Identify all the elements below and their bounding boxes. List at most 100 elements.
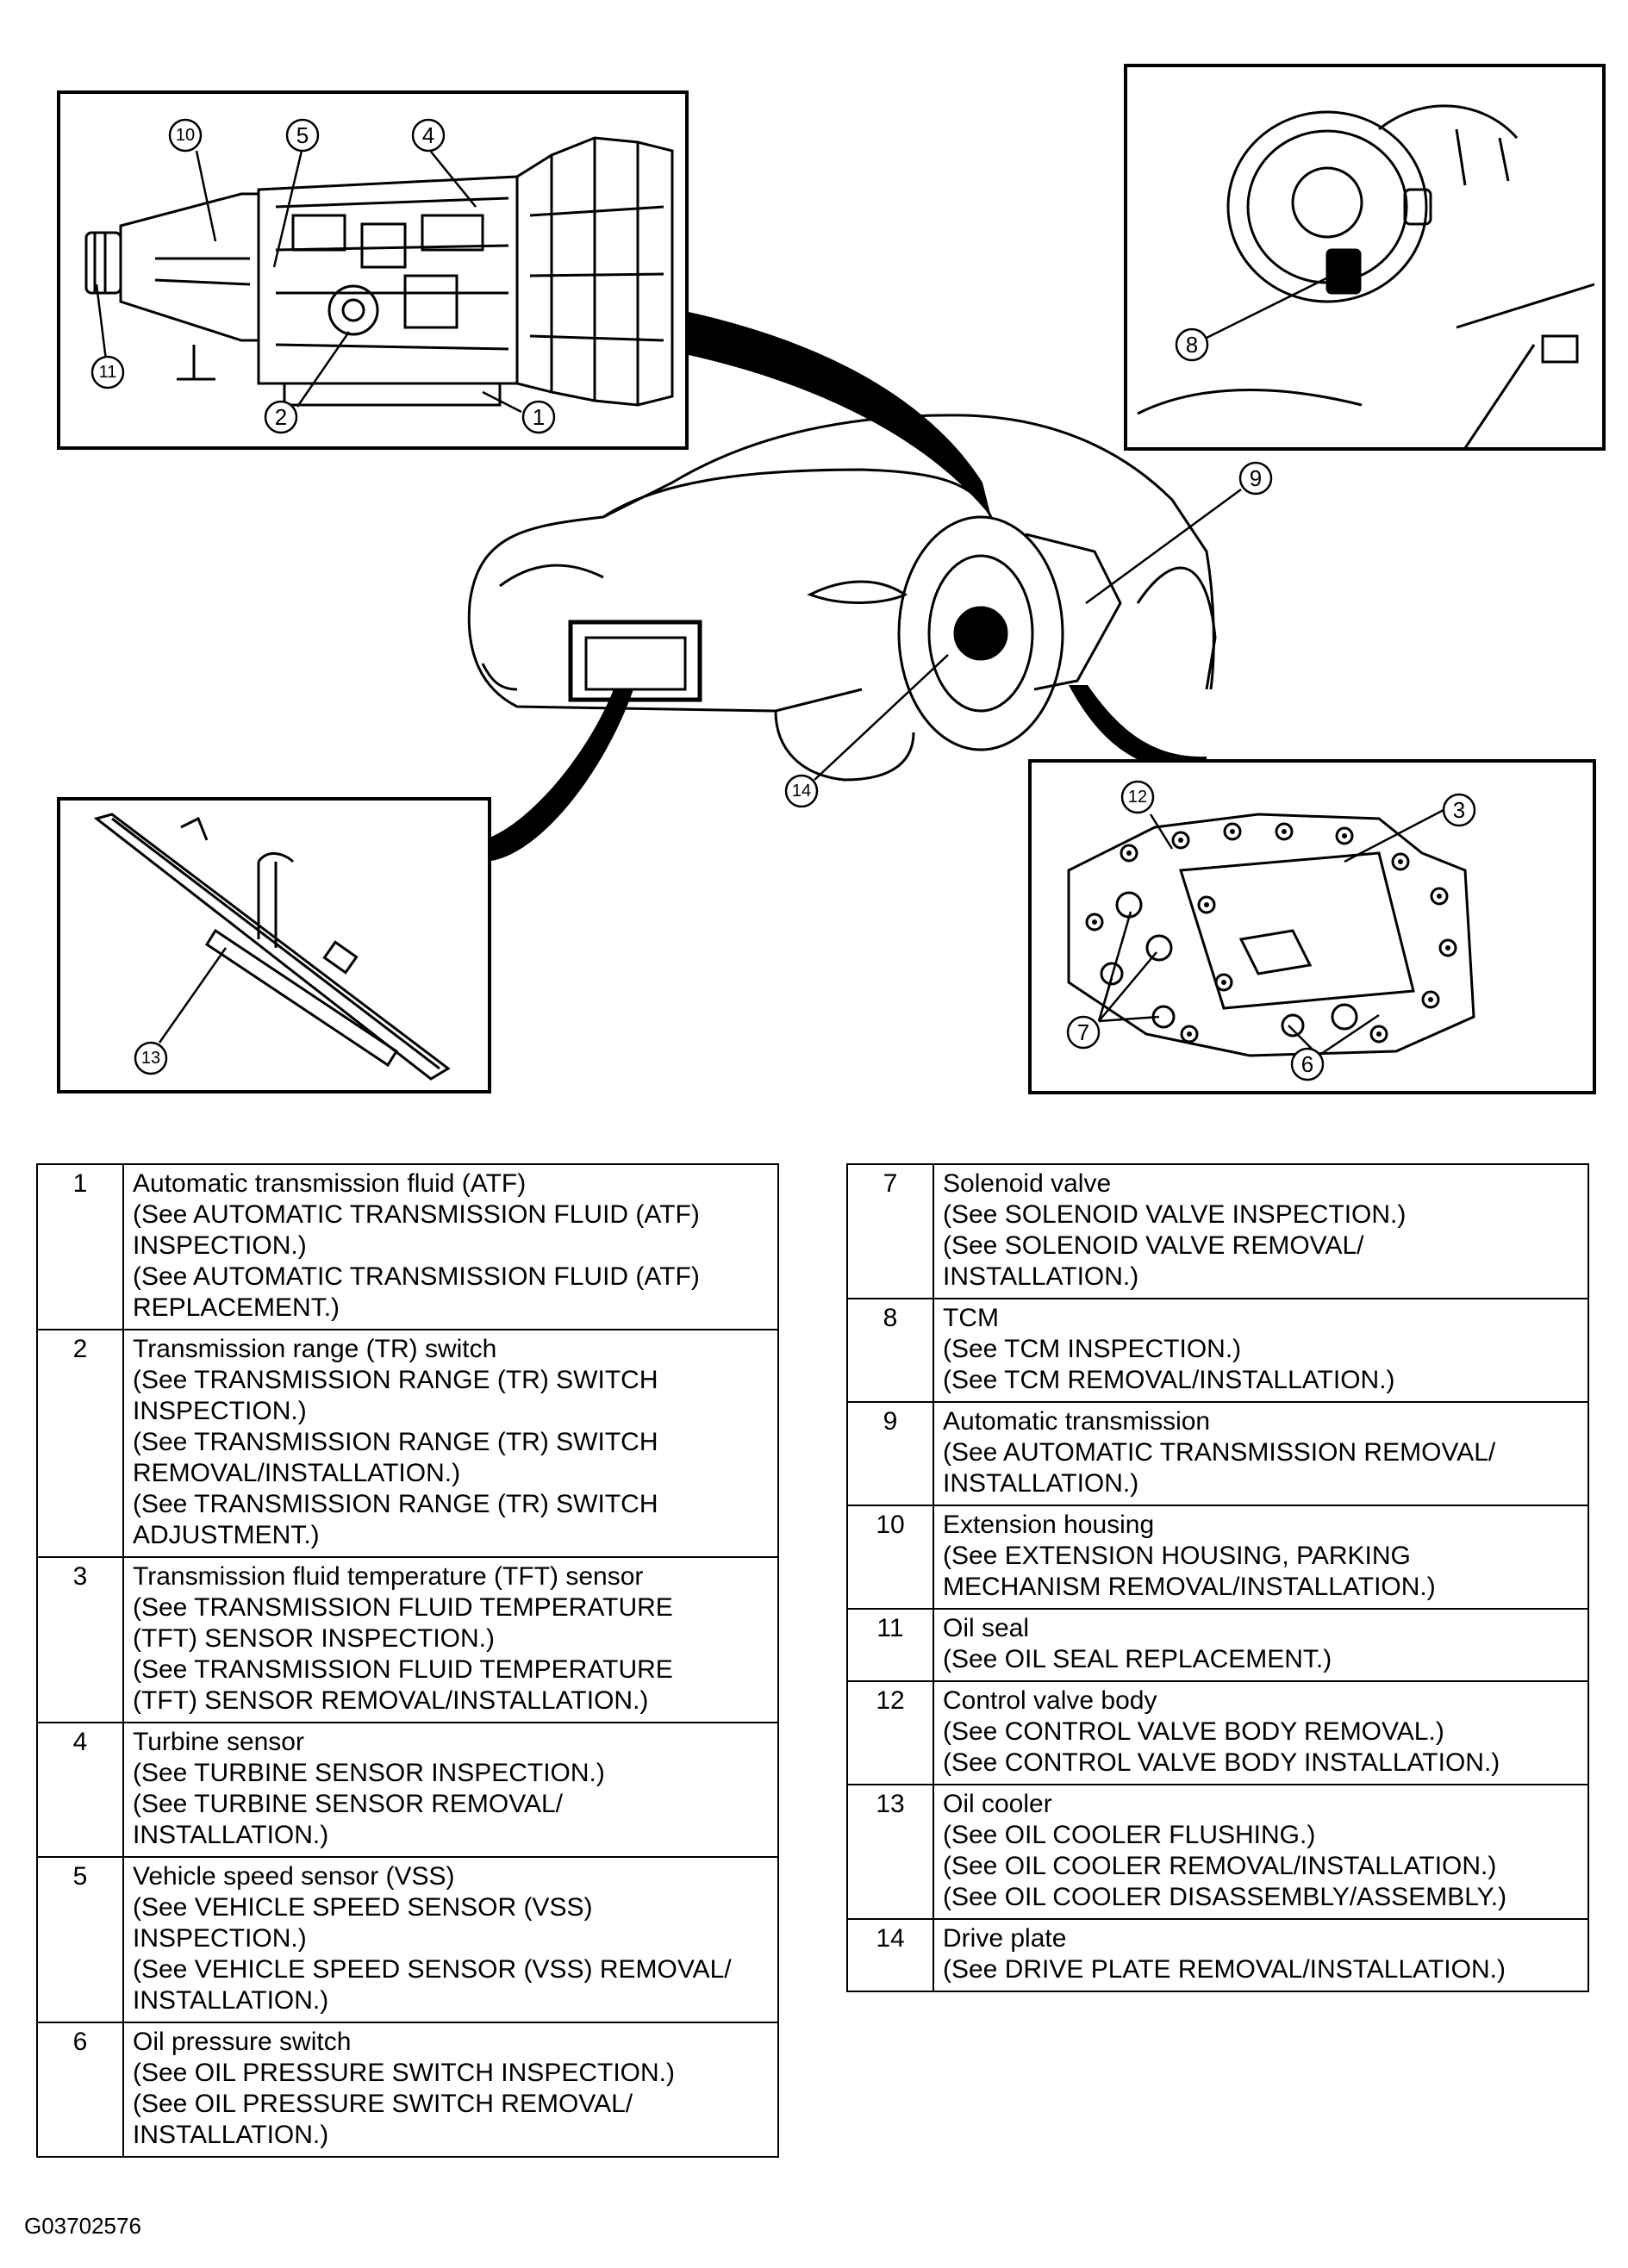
legend-description-line: (See VEHICLE SPEED SENSOR (VSS) REMOVAL/ [133,1955,732,1984]
legend-item-description: Vehicle speed sensor (VSS)(See VEHICLE S… [122,1856,779,2023]
legend-description-line: (TFT) SENSOR INSPECTION.) [133,1624,495,1653]
svg-text:14: 14 [792,782,811,801]
legend-description-line: Control valve body [943,1686,1157,1715]
legend-description-line: (See TCM REMOVAL/INSTALLATION.) [943,1366,1395,1394]
valve-body-inset [1028,759,1596,1094]
svg-text:10: 10 [176,126,195,145]
legend-description-line: Transmission fluid temperature (TFT) sen… [133,1562,644,1591]
figure-code: G03702576 [24,2213,141,2239]
legend-description-line: TCM [943,1304,999,1332]
valve-body-drawing [1067,813,1475,1057]
callout-7: 7 [1066,1015,1101,1050]
legend-description-line: Extension housing [943,1511,1155,1539]
legend-description-line: Transmission range (TR) switch [133,1335,497,1363]
callout-3: 3 [1442,793,1476,827]
legend-description-line: (See TRANSMISSION RANGE (TR) SWITCH [133,1490,658,1518]
legend-item-description: Solenoid valve(See SOLENOID VALVE INSPEC… [933,1163,1589,1299]
svg-text:5: 5 [296,122,309,148]
legend-description-line: (See OIL COOLER DISASSEMBLY/ASSEMBLY.) [943,1883,1507,1911]
leader-9 [1085,488,1242,605]
legend-description-line: INSPECTION.) [133,1231,307,1260]
legend-description-line: INSPECTION.) [133,1924,307,1953]
svg-text:7: 7 [1077,1019,1089,1045]
legend-item-description: Control valve body(See CONTROL VALVE BOD… [933,1680,1589,1785]
svg-text:3: 3 [1453,797,1465,823]
legend-description-line: INSTALLATION.) [133,2121,329,2149]
oil-cooler-drawing [93,813,451,1081]
callout-1: 1 [521,400,556,434]
legend-description-line: (See SOLENOID VALVE REMOVAL/ [943,1231,1364,1260]
legend-description-line: (See OIL PRESSURE SWITCH REMOVAL/ [133,2090,633,2118]
transmission-leaders [95,150,522,414]
legend-description-line: INSTALLATION.) [943,1262,1139,1291]
legend-item-number: 12 [846,1680,934,1785]
svg-text:12: 12 [1128,788,1147,807]
legend-description-line: (See TRANSMISSION FLUID TEMPERATURE [133,1655,673,1684]
legend-description-line: (See DRIVE PLATE REMOVAL/INSTALLATION.) [943,1955,1506,1984]
legend-description-line: (See OIL COOLER REMOVAL/INSTALLATION.) [943,1852,1497,1880]
callout-6: 6 [1290,1047,1325,1081]
legend-description-line: Oil seal [943,1614,1030,1642]
callout-8: 8 [1175,327,1209,362]
legend-description-line: MECHANISM REMOVAL/INSTALLATION.) [943,1573,1436,1601]
svg-text:8: 8 [1186,332,1198,358]
legend-description-line: (See TCM INSPECTION.) [943,1335,1242,1363]
legend-item-description: Oil seal(See OIL SEAL REPLACEMENT.) [933,1608,1589,1682]
legend-item-number: 9 [846,1401,934,1506]
leader-8 [1206,274,1332,340]
transmission-inset [57,90,689,450]
steering-drawing [1137,104,1595,449]
legend-description-line: (See TRANSMISSION RANGE (TR) SWITCH [133,1428,658,1456]
legend-description-line: (See CONTROL VALVE BODY REMOVAL.) [943,1717,1444,1746]
legend-description-line: (TFT) SENSOR REMOVAL/INSTALLATION.) [133,1686,649,1715]
svg-text:9: 9 [1250,465,1262,491]
svg-text:13: 13 [141,1049,160,1068]
legend-description-line: INSTALLATION.) [133,1821,329,1849]
legend-description-line: (See CONTROL VALVE BODY INSTALLATION.) [943,1748,1500,1777]
connector-wedges [483,310,1207,862]
legend-item-number: 13 [846,1784,934,1920]
legend-item-description: Automatic transmission(See AUTOMATIC TRA… [933,1401,1589,1506]
leader-14 [814,654,949,781]
callout-13: 13 [134,1041,168,1075]
legend-item-number: 6 [36,2022,124,2158]
callout-14: 14 [784,774,819,808]
legend-item-number: 5 [36,1856,124,2023]
callout-10: 10 [168,118,203,153]
legend-description-line: Solenoid valve [943,1169,1112,1198]
callout-2: 2 [264,400,298,434]
svg-text:1: 1 [533,404,545,430]
leader-13 [158,947,228,1044]
legend-description-line: INSPECTION.) [133,1397,307,1425]
callout-4: 4 [411,118,446,153]
legend-item-description: Extension housing (See EXTENSION HOUSING,… [933,1505,1589,1610]
legend-item-number: 4 [36,1722,124,1858]
legend-description-line: (See VEHICLE SPEED SENSOR (VSS) [133,1893,593,1922]
legend-item-description: Automatic transmission fluid (ATF) (See A… [122,1163,779,1330]
legend-description-line: (See AUTOMATIC TRANSMISSION REMOVAL/ [943,1438,1496,1467]
legend-description-line: (See OIL PRESSURE SWITCH INSPECTION.) [133,2059,675,2087]
vehicle-drawing [467,414,1217,782]
legend-description-line: Automatic transmission fluid (ATF) [133,1169,527,1198]
legend-item-number: 2 [36,1329,124,1558]
legend-item-description: Transmission fluid temperature (TFT) sen… [122,1556,779,1723]
svg-text:4: 4 [422,122,434,148]
legend-description-line: (See EXTENSION HOUSING, PARKING [943,1542,1411,1570]
legend-item-description: Oil cooler(See OIL COOLER FLUSHING.)(See… [933,1784,1589,1920]
steering-wheel-inset [1124,64,1606,451]
legend-description-line: (See AUTOMATIC TRANSMISSION FLUID (ATF) [133,1262,700,1291]
